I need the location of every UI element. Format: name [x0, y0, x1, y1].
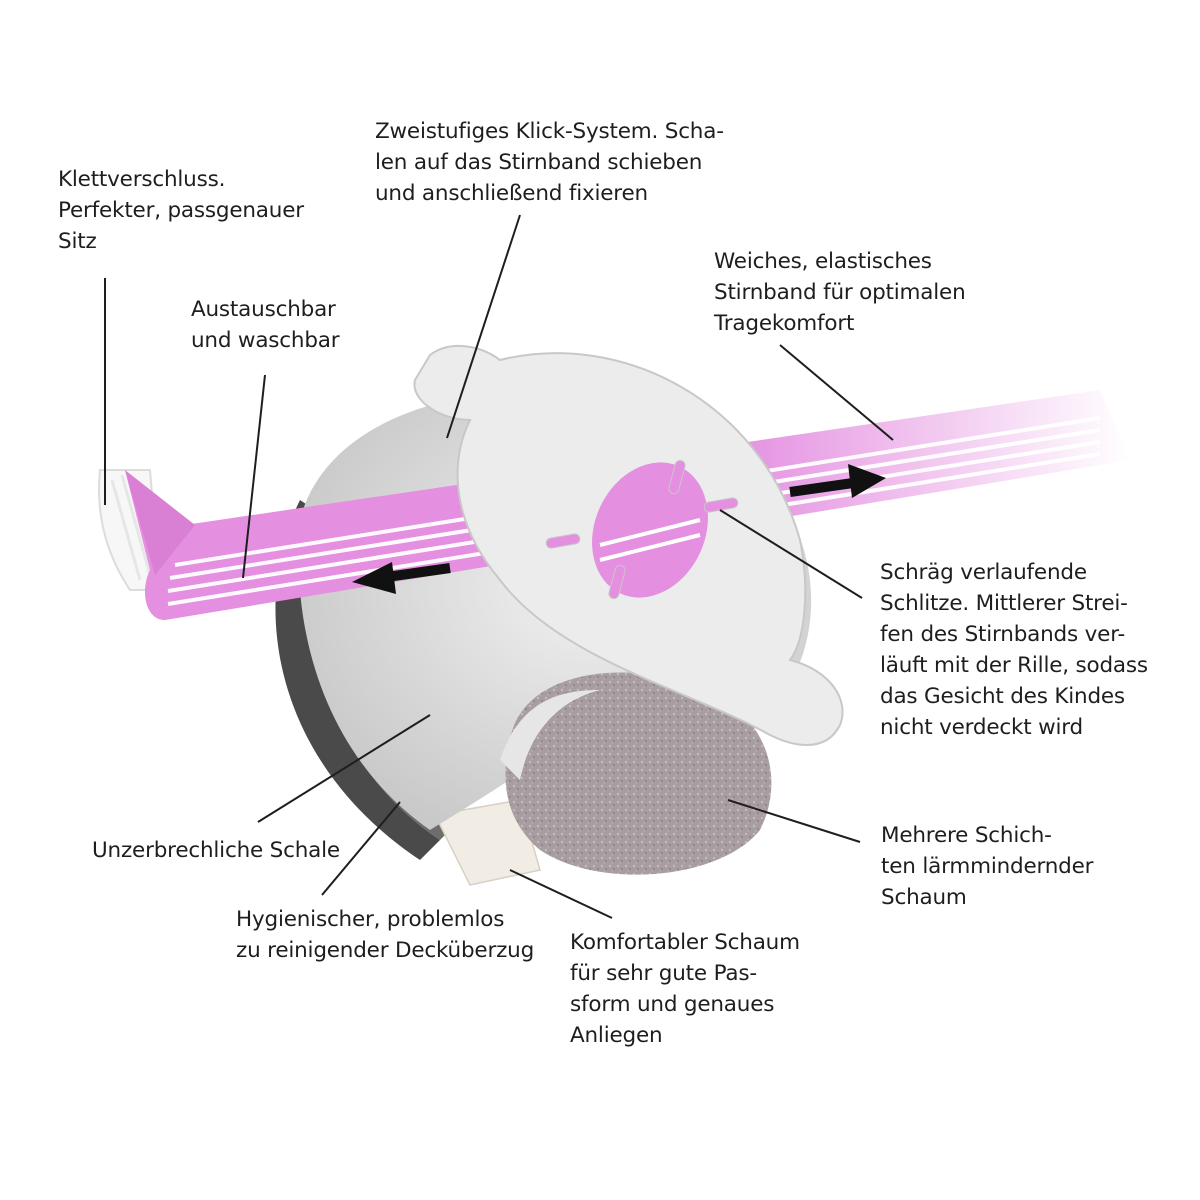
- leader-cover: [321, 801, 401, 896]
- leader-foam-layers: [727, 799, 861, 843]
- shell-cap: [413, 344, 844, 746]
- left-arrow: [352, 562, 451, 594]
- leader-click-system: [446, 214, 521, 439]
- leader-lines: [104, 214, 894, 919]
- leader-exchangeable: [242, 374, 266, 579]
- right-arrow: [789, 464, 886, 498]
- callout-foam-layers: Mehrere Schich- ten lärmmindernder Schau…: [881, 823, 1094, 910]
- callout-click-system: Zweistufiges Klick-System. Scha- len auf…: [375, 119, 724, 206]
- foam-cushion: [500, 672, 772, 875]
- leader-headband: [779, 344, 894, 441]
- callout-velcro: Klettverschluss. Perfekter, passgenauer …: [58, 167, 304, 254]
- leader-shell: [257, 714, 431, 823]
- callout-cover: Hygienischer, problemlos zu reinigender …: [236, 907, 535, 963]
- callout-headband: Weiches, elastisches Stirnband für optim…: [714, 249, 966, 336]
- leader-slots: [719, 509, 863, 599]
- callout-comfort-foam: Komfortabler Schaum für sehr gute Pas- s…: [570, 930, 800, 1048]
- callout-exchangeable: Austauschbar und waschbar: [191, 297, 340, 353]
- comfort-foam: [433, 799, 541, 886]
- callout-slots: Schräg verlaufende Schlitze. Mittlerer S…: [880, 560, 1148, 740]
- callout-shell: Unzerbrechliche Schale: [92, 838, 340, 863]
- leader-comfort-foam: [509, 869, 613, 919]
